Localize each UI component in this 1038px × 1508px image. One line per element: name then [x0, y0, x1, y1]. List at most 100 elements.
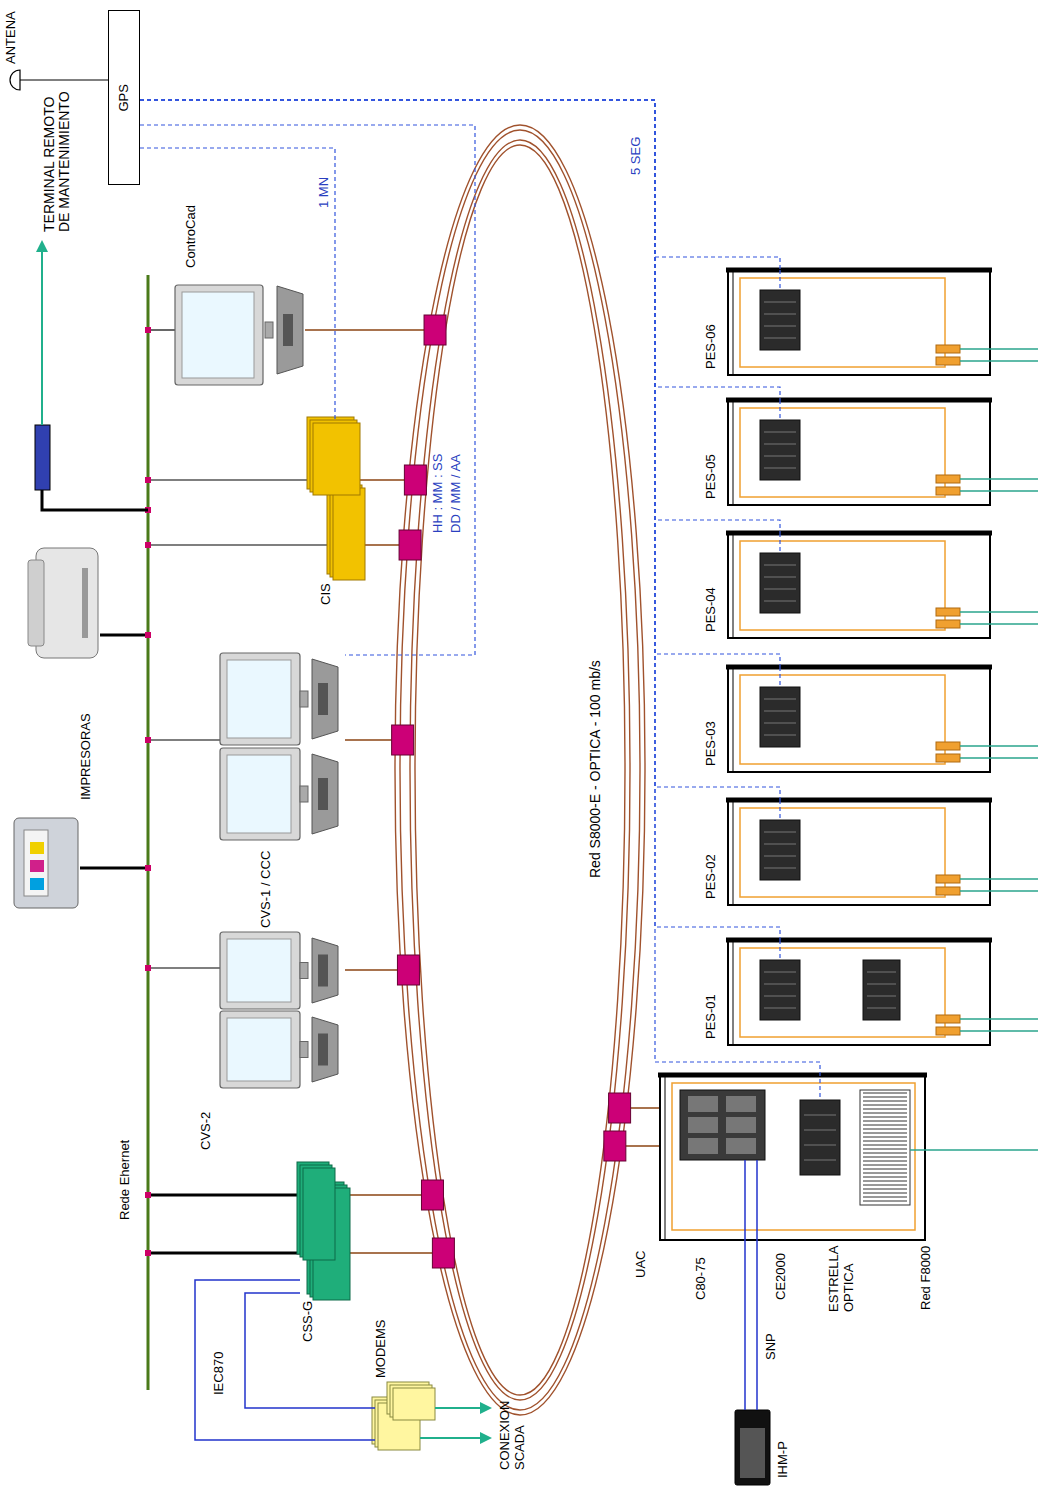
bus-drop [148, 1194, 300, 1197]
printer-symbol [14, 818, 78, 908]
fiber-port [936, 475, 960, 483]
module-slot [804, 1145, 836, 1146]
sync-line [140, 100, 780, 940]
cabinet-outline [728, 940, 990, 1045]
cabinet-wall [726, 798, 992, 803]
fiber-line [960, 1018, 1038, 1020]
serial-line [756, 1160, 758, 1410]
bus-drop [148, 479, 310, 480]
module-slot [764, 844, 796, 845]
sync-line [140, 100, 780, 270]
monitor-symbol [220, 932, 300, 1009]
sync-stub [779, 270, 780, 290]
module-slot [867, 996, 896, 997]
ring-coupler [404, 465, 426, 495]
monitor-screen [227, 660, 291, 738]
optical-star-stripe [863, 1145, 907, 1146]
cabinet-wall [733, 400, 734, 505]
keyboard [312, 754, 338, 834]
monitor-screen [227, 755, 291, 833]
module-slot [867, 1008, 896, 1009]
edge-label: 5 SEG [628, 137, 643, 175]
pes-cabinet-drawing [726, 800, 1038, 905]
modem-box: MODEMS [375, 1385, 435, 1450]
ink-cartridge [30, 842, 44, 854]
computer-symbol [300, 1017, 338, 1082]
ring-line [415, 145, 625, 1395]
cabinet-wall [733, 667, 734, 772]
annotation: IMPRESORAS [78, 713, 93, 800]
internal-bus [740, 278, 945, 367]
annotation: HH : MM : SS [430, 454, 445, 533]
module-symbol [800, 1100, 840, 1175]
module-card [688, 1117, 718, 1133]
fiber-port [936, 742, 960, 750]
monitor-symbol [220, 1011, 300, 1088]
optical-star-stripe [863, 1177, 907, 1178]
node-label: ControCad [183, 205, 198, 268]
server-box: CIS [310, 420, 365, 580]
bus-drop [148, 544, 330, 545]
controller-module: C80-75 [680, 1090, 765, 1160]
fiber-drop [360, 479, 404, 481]
sync-stub [779, 400, 780, 420]
terminal-arrow [41, 250, 43, 425]
bus-tap [145, 477, 151, 483]
sync-stub [779, 940, 780, 960]
ring-line [410, 140, 630, 1400]
module-slot [764, 577, 796, 578]
cabinet-wall [733, 800, 734, 905]
module-card [726, 1096, 756, 1112]
fiber-port [936, 487, 960, 495]
node-label: CE2000 [773, 1253, 788, 1300]
optical-star-stripe [863, 1129, 907, 1130]
module-slot [804, 1160, 836, 1161]
cabinet-wall [726, 398, 992, 403]
ring-coupler [392, 725, 414, 755]
pes-cabinet: PES-05 [728, 400, 990, 505]
server-symbol [307, 417, 360, 495]
module-slot [764, 565, 796, 566]
optical-star-stripe [863, 1185, 907, 1186]
module-slot [764, 972, 796, 973]
cabinet-wall [658, 1073, 927, 1078]
monitor-symbol [220, 748, 300, 840]
optical-star-stripe [863, 1101, 907, 1102]
module-slot [764, 699, 796, 700]
fiber-line [960, 360, 1038, 362]
ring-coupler [424, 315, 446, 345]
antenna-symbol [10, 70, 20, 90]
monitor-bezel [220, 932, 300, 1009]
optical-star: ESTRELLA OPTICA [860, 1090, 910, 1205]
pes-cabinet-drawing [726, 940, 1038, 1045]
monitor-bezel [220, 748, 300, 840]
cabinet-outline [728, 400, 990, 505]
computer-symbol [300, 659, 338, 739]
bus-drop [148, 967, 220, 968]
module-slot [764, 868, 796, 869]
edge-label: DD / MM / AA [448, 454, 463, 533]
optical-star-stripe [863, 1097, 907, 1098]
pes-cabinet-drawing [726, 667, 1038, 772]
ink-cartridge [30, 878, 44, 890]
optical-star-stripe [863, 1093, 907, 1094]
sync-line [140, 100, 780, 400]
optical-star-stripe [863, 1157, 907, 1158]
internal-bus [740, 408, 945, 497]
server-symbol [327, 482, 365, 580]
hmi-screen [740, 1428, 765, 1478]
server-symbol-layer [303, 1168, 335, 1260]
keyboard [312, 1017, 338, 1082]
node-label: UAC [633, 1251, 648, 1278]
pes-cabinet: PES-04 [728, 533, 990, 638]
fiber-port [936, 345, 960, 353]
optical-star-stripe [863, 1153, 907, 1154]
monitor-bezel [220, 1011, 300, 1088]
module-card [726, 1138, 756, 1154]
edge-label: IEC870 [211, 1352, 226, 1395]
cabinet-outline [728, 533, 990, 638]
fiber-drop [350, 1252, 432, 1254]
module-card [688, 1138, 718, 1154]
